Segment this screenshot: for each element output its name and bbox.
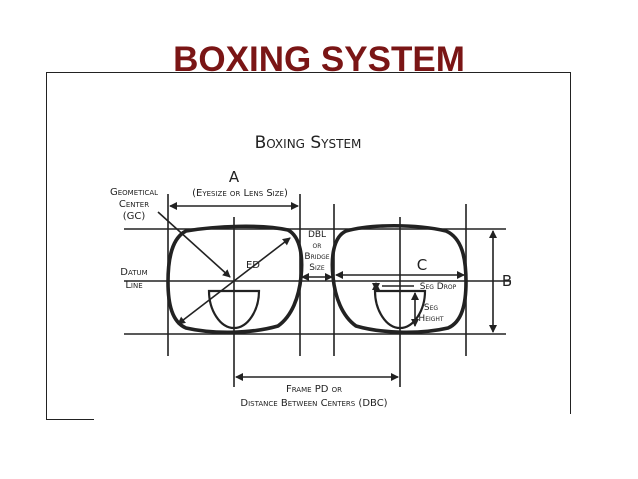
left-segment: [207, 289, 261, 330]
frame-bottom-gap: [94, 414, 571, 420]
label-gc-2: Center: [119, 199, 149, 210]
right-segment: [373, 289, 427, 330]
ed-diagonal-lower: [177, 280, 235, 325]
figure-heading: Boxing System: [255, 133, 362, 153]
label-pd-2: Distance Between Centers (DBC): [240, 398, 387, 409]
label-dbl-2: or: [313, 241, 322, 251]
label-datum-1: Datum: [120, 267, 147, 278]
ed-diagonal-arrow: [233, 237, 291, 282]
boxing-system-diagram: Boxing System A (Eyesize or Lens Size) G…: [94, 133, 571, 420]
label-eyesize: (Eyesize or Lens Size): [192, 188, 288, 199]
label-pd-1: Frame PD or: [286, 384, 342, 395]
label-ed: ED: [246, 260, 260, 271]
label-c: C: [417, 256, 427, 274]
gc-leader-arrow: [157, 211, 231, 278]
figure-frame: [46, 72, 571, 420]
label-b: B: [502, 272, 512, 290]
left-lens: [166, 224, 304, 335]
label-seg-height-1: Seg: [424, 303, 439, 313]
label-dbl-1: DBL: [308, 230, 326, 240]
label-dbl-4: Size: [309, 263, 325, 273]
label-gc-1: Geometical: [110, 187, 158, 198]
label-dbl-3: Bridge: [304, 252, 329, 262]
label-a: A: [229, 168, 240, 186]
label-gc-3: (GC): [123, 211, 146, 222]
label-seg-drop: Seg Drop: [420, 282, 457, 292]
label-seg-height-2: Height: [418, 314, 443, 324]
right-lens: [330, 223, 468, 335]
label-datum-2: Line: [125, 280, 142, 291]
